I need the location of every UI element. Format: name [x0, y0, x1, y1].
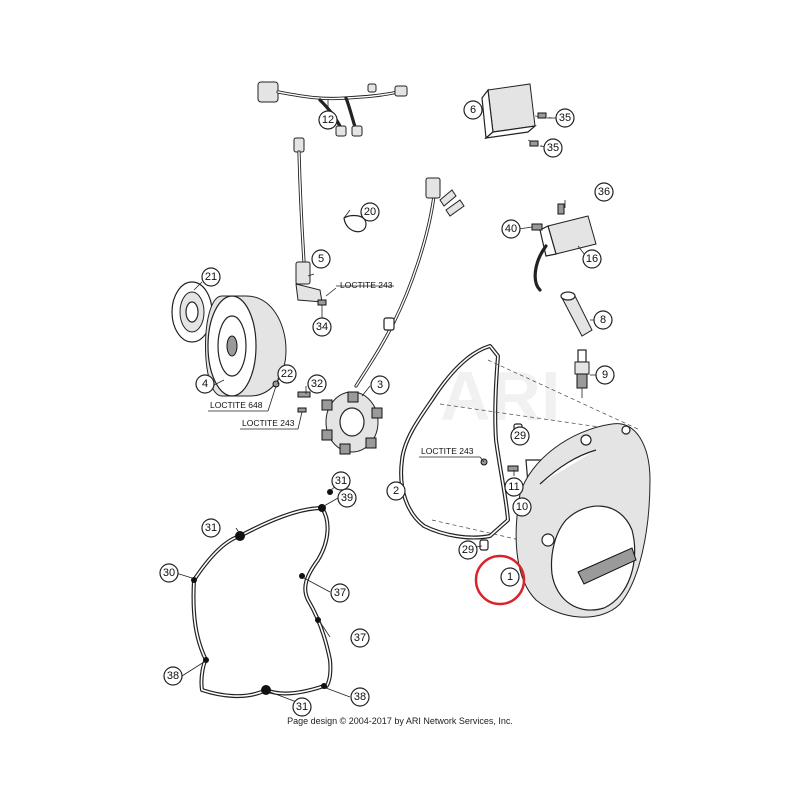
svg-text:35: 35: [559, 112, 571, 124]
loctite-note-648: LOCTITE 648: [210, 400, 263, 410]
callout-6[interactable]: 6: [463, 100, 483, 120]
svg-text:30: 30: [163, 567, 175, 579]
svg-text:29: 29: [514, 430, 526, 442]
svg-text:8: 8: [600, 314, 606, 326]
svg-text:31: 31: [296, 701, 308, 713]
loctite-notes: LOCTITE 243 LOCTITE 648 LOCTITE 243 LOCT…: [208, 280, 485, 463]
watermark: ARI: [440, 357, 561, 435]
svg-text:31: 31: [205, 522, 217, 534]
svg-text:22: 22: [281, 368, 293, 380]
callout-12[interactable]: 12: [318, 110, 338, 130]
spark-plug-cap[interactable]: [560, 291, 593, 337]
flywheel-rotor[interactable]: [205, 295, 287, 397]
pulse-generator[interactable]: [293, 137, 323, 303]
callout-29-lower[interactable]: 29: [458, 540, 478, 560]
svg-text:2: 2: [393, 485, 399, 497]
flywheel-ring[interactable]: [171, 281, 213, 343]
ignition-cover[interactable]: [515, 423, 651, 618]
callout-8[interactable]: 8: [593, 310, 613, 330]
clutch-cover-gasket[interactable]: [191, 489, 333, 699]
callout-21[interactable]: 21: [201, 267, 221, 287]
callout-38-left[interactable]: 38: [163, 666, 183, 686]
callout-38-right[interactable]: 38: [350, 687, 370, 707]
callout-29-upper[interactable]: 29: [510, 426, 530, 446]
callout-5[interactable]: 5: [311, 249, 331, 269]
callout-35-lower[interactable]: 35: [543, 138, 563, 158]
alignment-lines: [431, 359, 641, 541]
ignition-cover-gasket[interactable]: [399, 344, 510, 540]
svg-text:12: 12: [322, 114, 334, 126]
svg-text:40: 40: [505, 223, 517, 235]
svg-text:29: 29: [462, 544, 474, 556]
callout-16[interactable]: 16: [582, 249, 602, 269]
callout-37-upper[interactable]: 37: [330, 583, 350, 603]
cable-tie[interactable]: [343, 209, 367, 233]
loctite-note-11: LOCTITE 243: [421, 446, 474, 456]
svg-text:1: 1: [507, 571, 513, 583]
loctite-note-34: LOCTITE 243: [340, 280, 393, 290]
callout-36[interactable]: 36: [594, 182, 614, 202]
wiring-harness[interactable]: [257, 81, 408, 137]
callout-31-top[interactable]: 31: [331, 471, 351, 491]
svg-text:35: 35: [547, 142, 559, 154]
callout-32[interactable]: 32: [307, 374, 327, 394]
callout-4[interactable]: 4: [195, 374, 215, 394]
svg-text:16: 16: [586, 253, 598, 265]
ignition-coil[interactable]: [531, 203, 597, 292]
svg-text:38: 38: [167, 670, 179, 682]
callout-20[interactable]: 20: [360, 202, 380, 222]
svg-text:3: 3: [377, 379, 383, 391]
callout-39[interactable]: 39: [337, 488, 357, 508]
svg-text:10: 10: [516, 501, 528, 513]
callout-37-lower[interactable]: 37: [350, 628, 370, 648]
stator-wire[interactable]: [354, 177, 465, 388]
callout-1[interactable]: 1: [500, 567, 520, 587]
svg-text:39: 39: [341, 492, 353, 504]
loctite-note-32: LOCTITE 243: [242, 418, 295, 428]
svg-text:31: 31: [335, 475, 347, 487]
callout-22[interactable]: 22: [277, 364, 297, 384]
callout-11[interactable]: 11: [504, 477, 524, 497]
screw-34[interactable]: [317, 299, 327, 318]
svg-text:5: 5: [318, 253, 324, 265]
callout-10[interactable]: 10: [512, 497, 532, 517]
stator[interactable]: [321, 391, 383, 455]
svg-text:21: 21: [205, 271, 217, 283]
callout-3[interactable]: 3: [370, 375, 390, 395]
callout-31-left[interactable]: 31: [201, 518, 221, 538]
callout-2[interactable]: 2: [386, 481, 406, 501]
svg-text:32: 32: [311, 378, 323, 390]
cdi-unit[interactable]: [481, 83, 553, 147]
svg-text:38: 38: [354, 691, 366, 703]
callout-31-bottom[interactable]: 31: [292, 697, 312, 717]
svg-text:20: 20: [364, 206, 376, 218]
svg-text:4: 4: [202, 378, 208, 390]
svg-text:37: 37: [334, 587, 346, 599]
highlight-ring: [474, 554, 526, 606]
svg-text:9: 9: [602, 369, 608, 381]
svg-text:37: 37: [354, 632, 366, 644]
copyright-footer: Page design © 2004-2017 by ARI Network S…: [287, 716, 513, 726]
svg-text:11: 11: [508, 481, 519, 493]
callout-40[interactable]: 40: [501, 219, 521, 239]
screw-32[interactable]: [297, 391, 311, 413]
svg-text:36: 36: [598, 186, 610, 198]
callout-34[interactable]: 34: [312, 317, 332, 337]
svg-text:34: 34: [316, 321, 328, 333]
svg-text:6: 6: [470, 104, 476, 116]
spark-plug[interactable]: [574, 349, 590, 398]
callout-30[interactable]: 30: [159, 563, 179, 583]
callout-9[interactable]: 9: [595, 365, 615, 385]
dowel-29-lower[interactable]: [479, 539, 489, 551]
callout-35-upper[interactable]: 35: [555, 108, 575, 128]
